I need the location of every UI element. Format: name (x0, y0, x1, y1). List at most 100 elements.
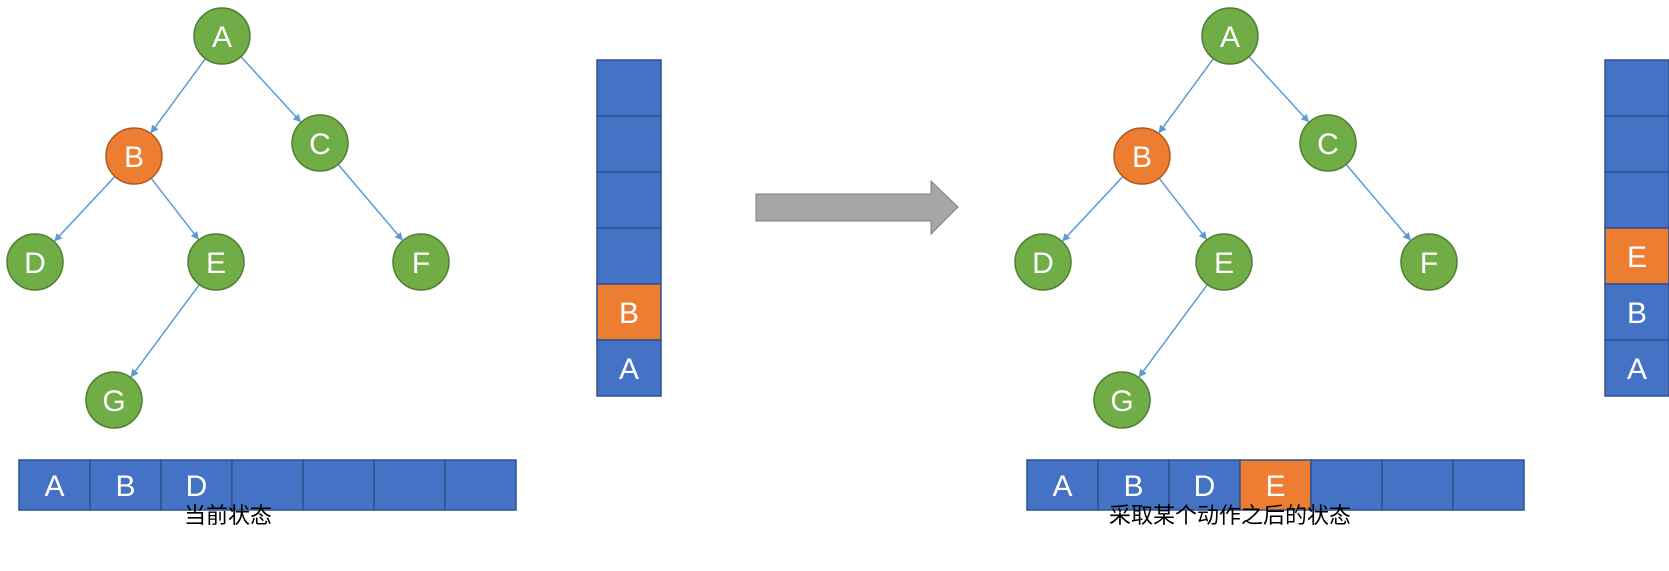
stack-cell-label: A (1627, 353, 1647, 386)
array-cell-label: E (1265, 470, 1285, 503)
stack-cell-box (596, 339, 662, 397)
array-cell (1381, 459, 1454, 511)
array-cell-box (444, 459, 517, 511)
tree-node-g: G (1093, 371, 1151, 429)
tree-edge-c-f (1345, 163, 1411, 241)
tree-node-g: G (85, 371, 143, 429)
stack-cell-label: E (1627, 241, 1647, 274)
array-cell-box (1381, 459, 1454, 511)
array-cell-label: D (186, 470, 208, 503)
array-cell: B (89, 459, 162, 511)
array-cell-box (1310, 459, 1383, 511)
stack-cell (596, 227, 662, 285)
stack-cell (1604, 115, 1669, 173)
stack-cell (1604, 171, 1669, 229)
array-cell-label: B (1123, 470, 1143, 503)
tree-edge-e-g (1138, 284, 1208, 378)
tree-edge-b-e (1158, 177, 1207, 240)
tree-node-label: B (124, 141, 144, 174)
array-cell (1452, 459, 1525, 511)
tree-node-label: G (102, 385, 125, 418)
array-cell-box (302, 459, 375, 511)
array-cell (1310, 459, 1383, 511)
tree-node-label: E (1214, 247, 1234, 280)
stack-cell-box (1604, 283, 1669, 341)
tree-node-a: A (193, 7, 251, 65)
tree-node-circle (1400, 233, 1458, 291)
stack-cell-box (596, 59, 662, 117)
tree-node-circle (187, 233, 245, 291)
tree-edge-b-d (1062, 175, 1124, 242)
tree-node-label: F (412, 247, 430, 280)
tree-node-circle (1014, 233, 1072, 291)
tree-node-c: C (1299, 114, 1357, 172)
stack-cell-label: A (619, 353, 639, 386)
array-cell: D (1168, 459, 1241, 511)
tree-node-circle (291, 114, 349, 172)
array-cell-box (89, 459, 162, 511)
tree-node-label: D (24, 247, 46, 280)
tree-node-label: F (1420, 247, 1438, 280)
tree-node-e: E (1195, 233, 1253, 291)
array-cell: D (160, 459, 233, 511)
array-cell-label: B (115, 470, 135, 503)
tree-node-b: B (1113, 127, 1171, 185)
caption-after-action-state: 采取某个动作之后的状态 (1108, 504, 1351, 529)
stack-cell (596, 59, 662, 117)
tree-node-label: D (1032, 247, 1054, 280)
stack-cell: B (596, 283, 662, 341)
tree-node-label: A (1220, 21, 1240, 54)
tree-node-circle (392, 233, 450, 291)
tree-node-circle (1113, 127, 1171, 185)
stack-cell: A (1604, 339, 1669, 397)
stack-cell: B (1604, 283, 1669, 341)
transition-arrow (755, 179, 959, 236)
stack-cell: E (1604, 227, 1669, 285)
array-cell: A (18, 459, 91, 511)
tree-node-circle (6, 233, 64, 291)
tree-node-circle (193, 7, 251, 65)
array-cell (444, 459, 517, 511)
tree-node-circle (105, 127, 163, 185)
array-cell-box (1452, 459, 1525, 511)
stack-cell (596, 115, 662, 173)
tree-node-circle (1093, 371, 1151, 429)
tree-node-c: C (291, 114, 349, 172)
tree-edge-a-c (1248, 56, 1310, 123)
stack-cell (1604, 59, 1669, 117)
stack-cell-box (1604, 171, 1669, 229)
array-cell (231, 459, 304, 511)
tree-node-circle (1195, 233, 1253, 291)
tree-node-circle (1299, 114, 1357, 172)
tree-edge-b-e (150, 177, 199, 240)
tree-node-label: G (1110, 385, 1133, 418)
tree-node-circle (85, 371, 143, 429)
array-cell-box (1097, 459, 1170, 511)
stack-cell-box (1604, 227, 1669, 285)
array-cell: E (1239, 459, 1312, 511)
tree-edge-b-d (54, 175, 116, 242)
array-cell-label: A (44, 470, 64, 503)
caption-current-state: 当前状态 (183, 504, 272, 529)
array-cell: B (1097, 459, 1170, 511)
tree-edge-c-f (337, 163, 403, 241)
tree-edge-e-g (130, 284, 200, 378)
stack-cell-box (596, 115, 662, 173)
stack-cell-label: B (1627, 297, 1647, 330)
stack-cell-box (596, 227, 662, 285)
stack-cell-box (596, 283, 662, 341)
array-cell (373, 459, 446, 511)
tree-node-f: F (1400, 233, 1458, 291)
array-cell-box (160, 459, 233, 511)
tree-node-label: C (309, 128, 331, 161)
tree-edge-a-c (240, 56, 302, 123)
tree-node-d: D (6, 233, 64, 291)
tree-node-d: D (1014, 233, 1072, 291)
tree-edge-a-b (1158, 58, 1215, 134)
tree-node-label: B (1132, 141, 1152, 174)
tree-node-label: C (1317, 128, 1339, 161)
stack-cell-box (1604, 59, 1669, 117)
array-cell-box (373, 459, 446, 511)
